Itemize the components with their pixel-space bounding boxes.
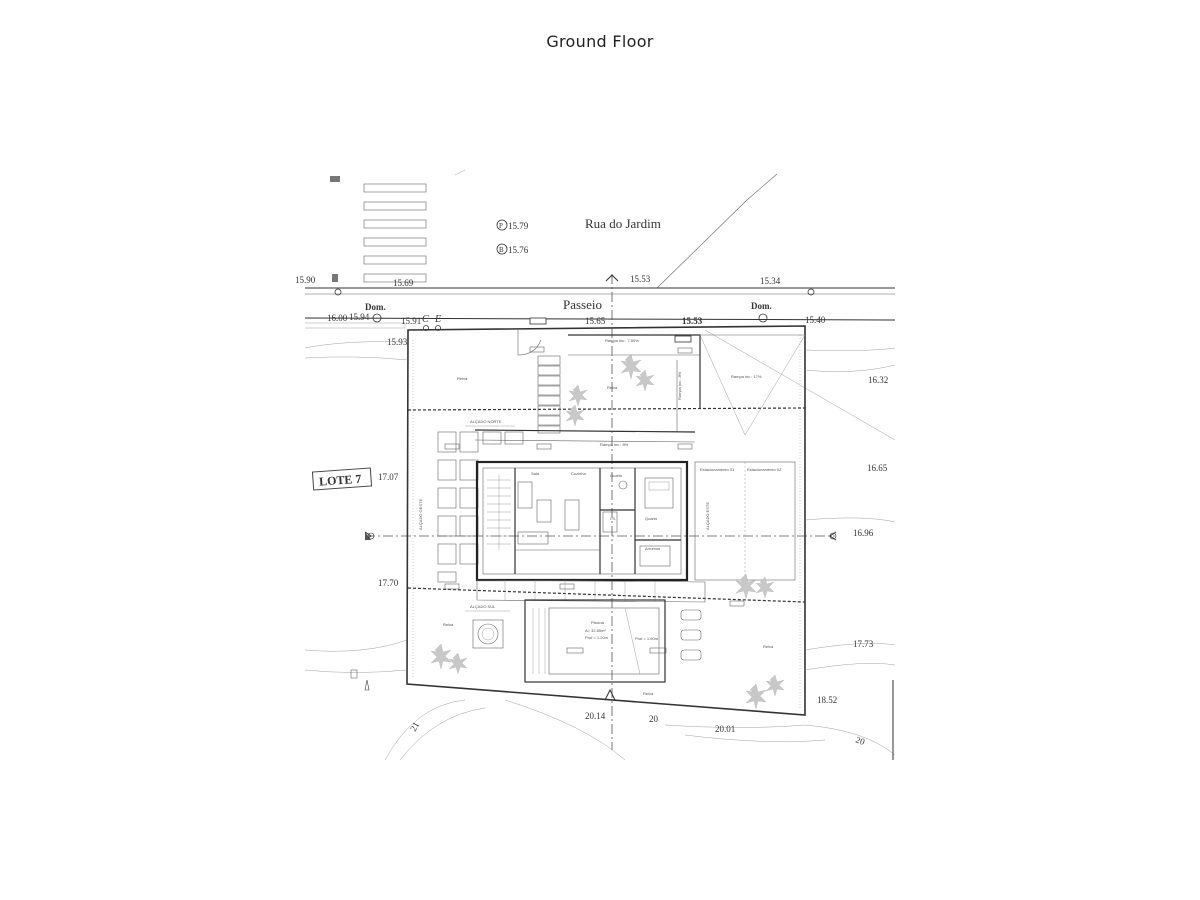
parking-p-value: 15.79 <box>508 221 529 231</box>
svg-text:B: B <box>499 246 504 254</box>
sidewalk-label: Passeio <box>563 297 602 312</box>
elev-15-94: 15.94 <box>349 312 370 322</box>
street-diagonal-2 <box>704 329 896 441</box>
back-plants <box>430 573 785 710</box>
street-diagonal-1 <box>656 173 778 289</box>
elev-20-01: 20.01 <box>715 724 735 734</box>
parking-symbol-p: P <box>496 219 508 231</box>
elev-16-00: 16.00 <box>327 313 348 323</box>
entrance-steps <box>537 355 561 434</box>
piscina-prof: Prof.= 1.20m <box>585 635 609 640</box>
sala-label: Sala <box>531 471 540 476</box>
rampa-4-label: Rampa inc.: 8% <box>600 442 629 447</box>
elev-17-07: 17.07 <box>378 472 399 482</box>
elev-16-32: 16.32 <box>868 375 888 385</box>
estacionamento-1: Estacionamento 01 <box>700 467 735 472</box>
rampa-1-label: Rampa inc.: 7.50% <box>605 338 639 343</box>
meter-e: E <box>434 314 441 325</box>
sun-loungers <box>680 609 702 661</box>
svg-text:LOTE 7: LOTE 7 <box>319 472 362 489</box>
arrumos-label: Arrumos <box>645 546 660 551</box>
quarto-label: Quarto <box>610 473 623 478</box>
zone-line-south <box>407 587 806 603</box>
meter-c: C <box>422 314 429 325</box>
elev-21: 21 <box>408 720 421 733</box>
elev-15-53-top: 15.53 <box>630 274 651 284</box>
elev-15-69: 15.69 <box>393 278 414 288</box>
elev-15-65: 15.65 <box>585 316 606 326</box>
alcado-sul: ALÇADO SUL <box>470 604 496 609</box>
parking-b-value: 15.76 <box>508 245 529 255</box>
elev-15-91: 15.91 <box>401 316 421 326</box>
page-title: Ground Floor <box>546 32 654 51</box>
relva-5: Relva <box>643 691 654 696</box>
property-front-line <box>304 317 896 321</box>
pool <box>524 599 667 683</box>
elev-18-52: 18.52 <box>817 695 837 705</box>
prof-2: Prof.= 1.50m <box>635 636 659 641</box>
dom-label-right: Dom. <box>751 301 772 311</box>
elev-16-65: 16.65 <box>867 463 888 473</box>
lot-label-box: LOTE 7 <box>311 467 373 491</box>
street-name: Rua do Jardim <box>585 216 661 231</box>
zone-line-north <box>407 407 806 411</box>
relva-4: Relva <box>763 644 774 649</box>
dom-label-left: Dom. <box>365 302 386 312</box>
parking-symbol-b: B <box>496 243 508 255</box>
elev-15-40: 15.40 <box>805 315 826 325</box>
piscina-label: Piscina <box>591 620 605 625</box>
svg-text:P: P <box>499 222 503 230</box>
elev-15-90: 15.90 <box>295 275 316 285</box>
elev-16-96: 16.96 <box>853 528 874 538</box>
estacionamento-2: Estacionamento 02 <box>747 467 782 472</box>
house-outline <box>475 460 689 582</box>
elev-20-right: 20 <box>854 734 866 747</box>
elev-17-70: 17.70 <box>378 578 399 588</box>
relva-3: Relva <box>443 622 454 627</box>
alcado-norte: ALÇADO NORTE <box>470 419 502 424</box>
wc-label: I.S. <box>610 516 616 521</box>
rampa-3-label: Rampa inc.: 8% <box>677 371 682 400</box>
rampa-2-label: Rampa inc.: 17% <box>731 374 762 379</box>
cozinha-label: Cozinha <box>571 471 586 476</box>
relva-1: Relva <box>457 376 468 381</box>
elev-17-73: 17.73 <box>853 639 874 649</box>
elev-15-53: 15.53 <box>682 316 703 326</box>
alcado-oeste: ALÇADO OESTE <box>418 499 423 530</box>
jacuzzi <box>472 619 504 649</box>
elev-15-34: 15.34 <box>760 276 781 286</box>
elev-20-14: 20.14 <box>585 711 606 721</box>
alcado-este: ALÇADO ESTE <box>705 502 710 530</box>
parking-stalls <box>330 176 427 283</box>
west-deck-tiles <box>437 431 524 583</box>
site-plan-drawing: P 15.79 B 15.76 Rua do Jardim 15.90 15.6… <box>295 169 896 761</box>
house-stairs <box>487 475 511 550</box>
piscina-area: A= 32.85m² <box>585 628 606 633</box>
site-plan-svg: P 15.79 B 15.76 Rua do Jardim 15.90 15.6… <box>295 169 896 761</box>
front-plants <box>565 353 655 427</box>
elev-15-93: 15.93 <box>387 337 408 347</box>
lot-boundary <box>406 325 806 716</box>
elev-20: 20 <box>649 714 659 724</box>
quarto-2-label: Quarto <box>645 516 658 521</box>
relva-2: Relva <box>607 385 618 390</box>
